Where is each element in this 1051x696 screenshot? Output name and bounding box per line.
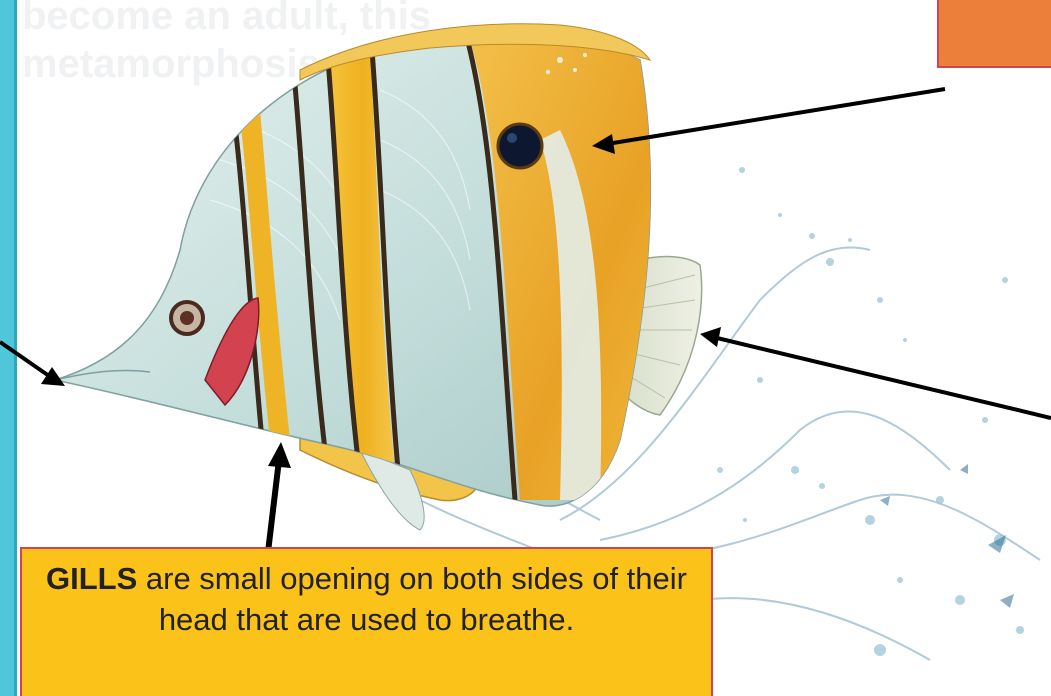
- label-box-orange: [937, 0, 1051, 68]
- arrow-gills-head: [268, 442, 291, 468]
- gills-callout: GILLS are small opening on both sides of…: [20, 547, 713, 696]
- fish-eye: [498, 124, 542, 168]
- arrow-snout-head: [41, 367, 65, 386]
- gills-term: GILLS: [46, 561, 137, 596]
- arrow-gills: [268, 460, 279, 552]
- water-streak: [880, 464, 1014, 608]
- arrow-tail: [717, 338, 1051, 418]
- water-drops: [717, 167, 1024, 656]
- arrow-tail-head: [700, 327, 721, 347]
- arrow-snout: [0, 342, 52, 378]
- arrow-eye: [607, 89, 945, 144]
- gills-description: are small opening on both sides of their…: [137, 561, 687, 637]
